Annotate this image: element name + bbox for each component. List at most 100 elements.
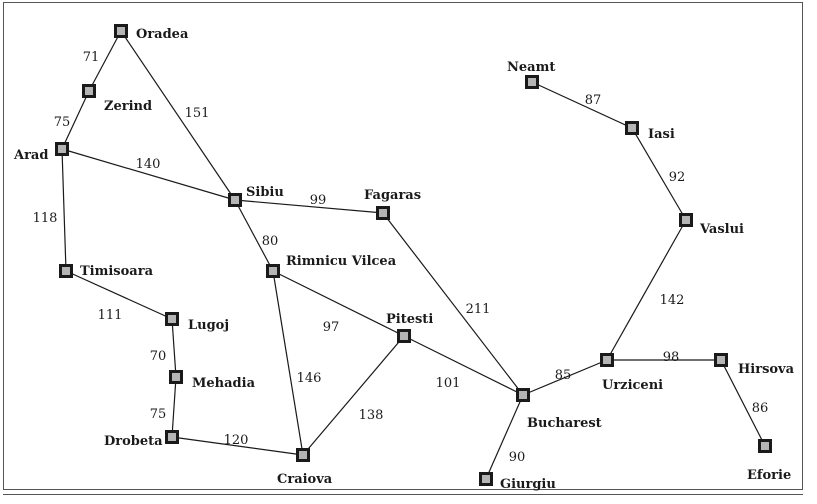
city-marker-inner [168,315,176,323]
distance-label-vaslui-iasi: 92 [669,170,686,185]
distance-labels-layer: 7175151140118111707512099809714613821110… [33,50,769,465]
distance-label-urziceni-vaslui: 142 [660,293,685,308]
city-node-zerind[interactable] [82,84,96,98]
road-oradea-zerind [88,30,122,92]
road-urziceni-vaslui [606,219,687,361]
city-node-urziceni[interactable] [600,353,614,367]
city-label-drobeta: Drobeta [104,434,163,449]
road-rimnicu-pitesti [272,270,405,337]
distance-label-rimnicu-craiova: 146 [297,371,322,386]
city-node-neamt[interactable] [525,75,539,89]
city-marker-inner [85,87,93,95]
city-label-arad: Arad [13,148,48,163]
city-node-oradea[interactable] [114,24,128,38]
city-label-bucharest: Bucharest [527,416,602,431]
road-iasi-neamt [531,81,633,129]
city-label-sibiu: Sibiu [246,185,284,200]
roads-layer [61,30,766,480]
distance-label-bucharest-giurgiu: 90 [509,450,526,465]
distance-label-pitesti-bucharest: 101 [436,376,461,391]
distance-label-arad-timisoara: 118 [33,211,58,226]
road-fagaras-bucharest [382,212,524,396]
distance-label-oradea-sibiu: 151 [185,106,210,121]
distance-label-rimnicu-pitesti: 97 [323,320,340,335]
road-arad-sibiu [61,148,236,201]
distance-label-drobeta-craiova: 120 [224,433,249,448]
city-label-craiova: Craiova [277,472,333,487]
city-marker-inner [62,267,70,275]
road-oradea-sibiu [120,30,236,201]
road-drobeta-craiova [171,436,304,456]
city-marker-inner [400,332,408,340]
distance-label-sibiu-rimnicu: 80 [262,234,279,249]
distance-label-arad-sibiu: 140 [136,157,161,172]
distance-label-oradea-zerind: 71 [83,50,100,65]
city-label-zerind: Zerind [104,99,152,114]
city-node-giurgiu[interactable] [479,472,493,486]
city-label-rimnicu: Rimnicu Vilcea [286,254,397,269]
road-zerind-arad [61,90,90,150]
road-sibiu-fagaras [234,199,384,214]
city-label-hirsova: Hirsova [738,362,795,377]
city-marker-inner [482,475,490,483]
city-node-sibiu[interactable] [228,193,242,207]
distance-label-sibiu-fagaras: 99 [310,193,327,208]
distance-label-iasi-neamt: 87 [585,93,602,108]
city-node-fagaras[interactable] [376,206,390,220]
city-label-oradea: Oradea [136,27,189,42]
city-marker-inner [299,451,307,459]
city-marker-inner [172,373,180,381]
road-lugoj-mehadia [171,318,177,378]
distance-label-lugoj-mehadia: 70 [150,349,167,364]
road-sibiu-rimnicu [234,199,274,272]
city-node-arad[interactable] [55,142,69,156]
city-marker-inner [519,391,527,399]
city-marker-inner [168,433,176,441]
city-node-drobeta[interactable] [165,430,179,444]
city-nodes-layer [55,24,772,486]
map-frame [3,2,803,490]
city-node-hirsova[interactable] [714,353,728,367]
city-label-neamt: Neamt [507,60,555,75]
distance-label-hirsova-eforie: 86 [752,401,769,416]
city-marker-inner [603,356,611,364]
city-marker-inner [379,209,387,217]
city-node-mehadia[interactable] [169,370,183,384]
distance-label-timisoara-lugoj: 111 [98,308,123,323]
city-label-vaslui: Vaslui [699,222,744,237]
bottom-rule [3,494,803,495]
road-pitesti-bucharest [403,335,524,396]
road-arad-timisoara [61,148,67,272]
city-node-eforie[interactable] [758,439,772,453]
road-vaslui-iasi [631,127,687,221]
city-node-pitesti[interactable] [397,329,411,343]
city-label-pitesti: Pitesti [386,312,433,327]
city-marker-inner [682,216,690,224]
city-node-bucharest[interactable] [516,388,530,402]
city-label-fagaras: Fagaras [364,188,421,203]
city-marker-inner [717,356,725,364]
city-marker-inner [58,145,66,153]
road-mehadia-drobeta [171,376,177,438]
city-label-iasi: Iasi [648,127,675,142]
distance-label-mehadia-drobeta: 75 [150,407,167,422]
city-node-lugoj[interactable] [165,312,179,326]
road-timisoara-lugoj [65,270,173,320]
city-node-iasi[interactable] [625,121,639,135]
distance-label-craiova-pitesti: 138 [359,408,384,423]
road-hirsova-eforie [720,359,766,447]
city-marker-inner [231,196,239,204]
city-labels-layer: OradeaZerindAradTimisoaraLugojMehadiaDro… [13,27,795,492]
city-node-craiova[interactable] [296,448,310,462]
city-node-timisoara[interactable] [59,264,73,278]
road-bucharest-urziceni [522,359,608,396]
road-craiova-pitesti [302,335,405,456]
city-marker-inner [628,124,636,132]
city-label-urziceni: Urziceni [602,378,663,393]
distance-label-zerind-arad: 75 [54,115,71,130]
city-node-rimnicu[interactable] [266,264,280,278]
city-node-vaslui[interactable] [679,213,693,227]
city-label-giurgiu: Giurgiu [500,477,556,492]
city-label-timisoara: Timisoara [80,264,154,279]
